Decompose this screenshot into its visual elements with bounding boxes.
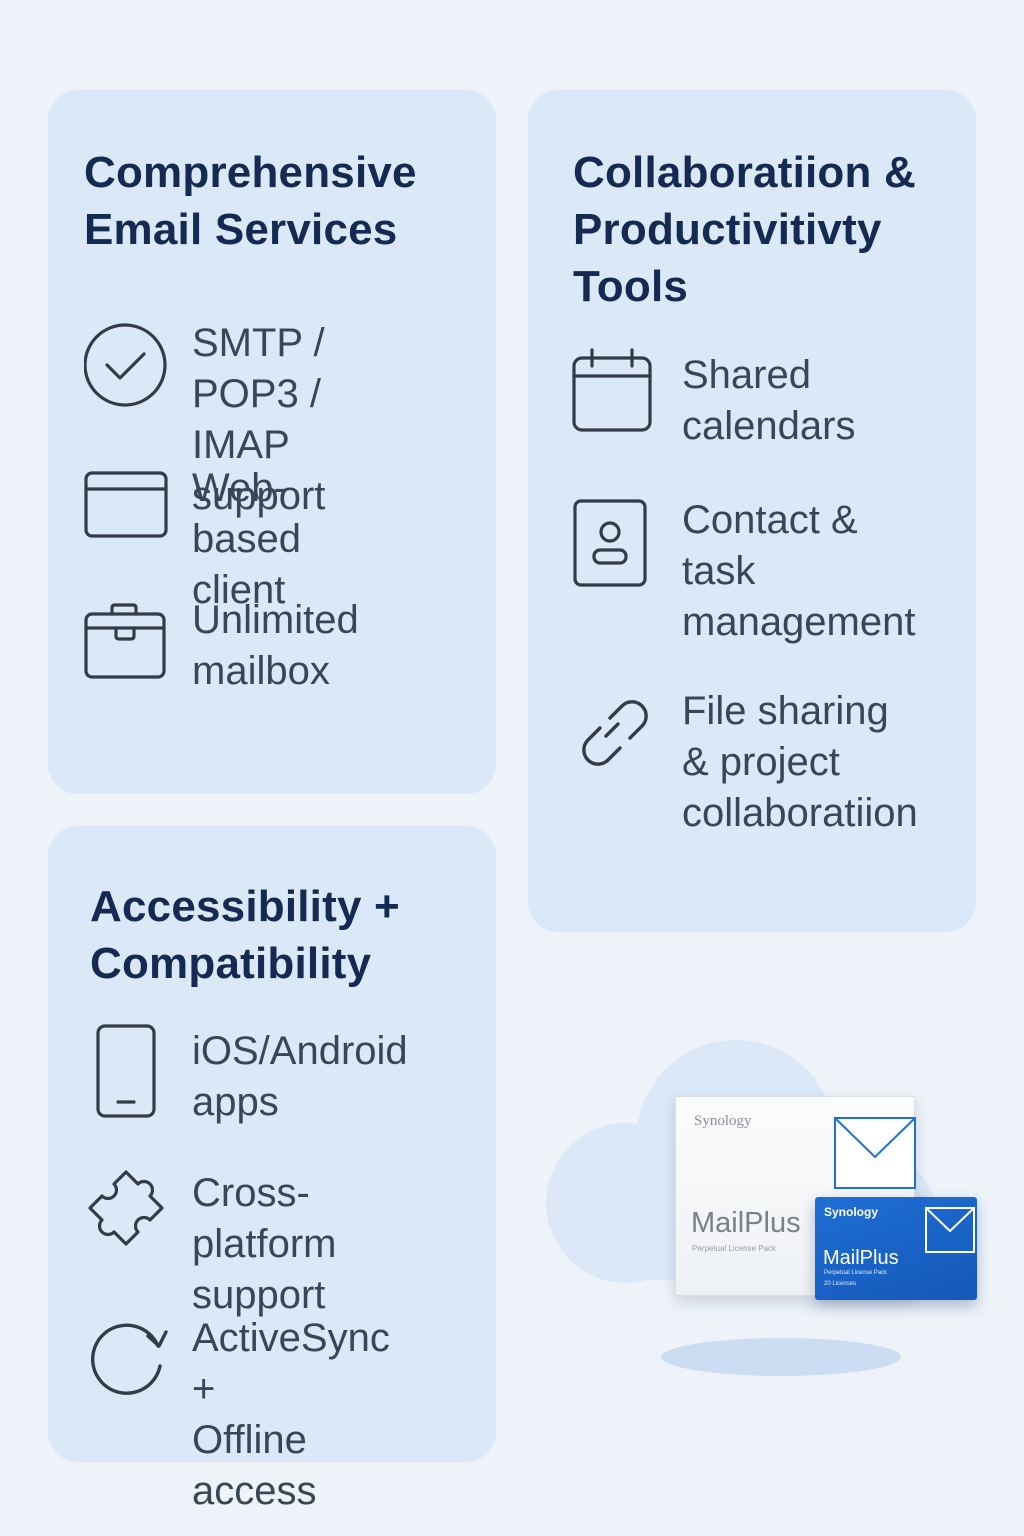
feature-label: SMTP / POP3 / IMAP support — [192, 321, 326, 518]
accessibility-card: Accessibility + Compatibility iOS/Androi… — [48, 826, 496, 1513]
product-subtitle: Perpetual License Pack — [692, 1244, 777, 1253]
sync-icon — [86, 1314, 172, 1400]
synology-logo: Synology — [824, 1205, 879, 1219]
product-subtitle: Perpetual License Pack — [824, 1270, 888, 1276]
feature-label: Unlimited mailbox — [192, 598, 359, 693]
synology-logo: Synology — [694, 1113, 752, 1129]
link-icon — [570, 688, 654, 772]
feature-label: iOS/Android apps — [192, 1029, 408, 1124]
envelope-icon — [925, 1207, 975, 1253]
feature-label: ActiveSync + Offline access — [192, 1316, 390, 1513]
browser-window-icon — [84, 470, 170, 540]
feature-label: Shared calendars — [682, 353, 856, 448]
product-shadow — [661, 1338, 901, 1376]
calendar-icon — [572, 348, 654, 434]
product-name: MailPlus — [823, 1247, 899, 1269]
feature-label: Contact & task management — [682, 498, 916, 644]
feature-label: File sharing & project collaboratiion — [682, 689, 918, 835]
accessibility-title: Accessibility + Compatibility — [90, 882, 400, 988]
collaboration-title: Collaboratiion & Productivitivty Tools — [573, 148, 916, 311]
smartphone-icon — [96, 1024, 158, 1120]
puzzle-icon — [82, 1168, 170, 1256]
email-services-card: Comprehensive Email Services SMTP / POP3… — [48, 90, 496, 794]
mailbox-tray-icon — [84, 602, 170, 682]
feature-label: Cross-platform support — [192, 1171, 337, 1317]
contact-card-icon — [572, 498, 652, 588]
check-circle-icon — [84, 322, 170, 408]
envelope-icon — [834, 1117, 916, 1189]
product-name: MailPlus — [691, 1207, 801, 1239]
email-services-title: Comprehensive Email Services — [84, 148, 417, 254]
feature-label: Web-based client — [192, 466, 301, 612]
mailplus-blue-box: Synology MailPlus Perpetual License Pack… — [815, 1197, 977, 1300]
license-count: 20 Licenses — [824, 1281, 857, 1287]
collaboration-card: Collaboratiion & Productivitivty Tools S… — [528, 90, 976, 932]
